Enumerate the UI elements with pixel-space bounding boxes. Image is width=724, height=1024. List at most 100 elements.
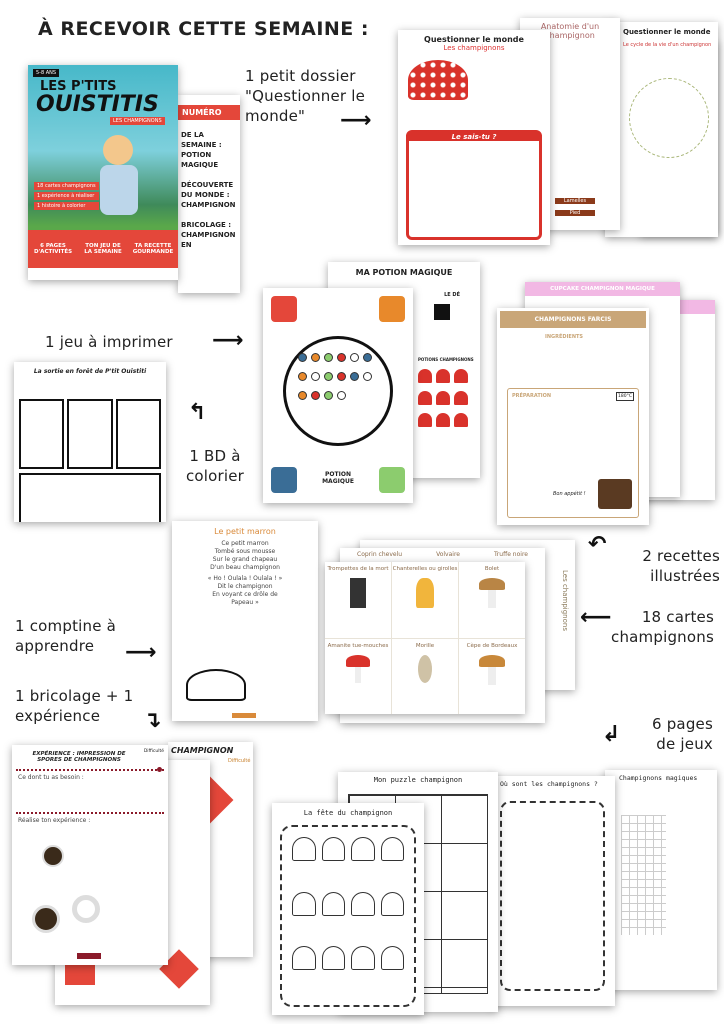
curved-arrow-icon: ↰	[188, 400, 207, 425]
label-jeux: 6 pages de jeux	[652, 715, 713, 753]
origami-title: CHAMPIGNON	[171, 746, 234, 755]
recipe1-title: CHAMPIGNONS FARCIS	[500, 311, 646, 328]
label-recettes: 2 recettes illustrées	[642, 547, 720, 585]
label-bricolage: 1 bricolage + 1 expérience	[15, 687, 134, 725]
difficulty-label: Difficulté	[228, 758, 251, 764]
label-cartes: 18 cartes champignons	[611, 608, 714, 646]
comic-page: La sortie en forêt de P'tit Ouistiti	[14, 362, 166, 522]
card-name: Volvaire	[436, 551, 460, 558]
curved-arrow-down-icon: ↴	[143, 708, 162, 733]
rhyme-line: D'un beau champignon	[210, 564, 280, 571]
page3-subtitle: Le cycle de la vie d'un champignon	[623, 42, 712, 48]
game-page-mushroom-party: La fête du champignon	[272, 803, 424, 1015]
card-name: Trompettes de la mort	[327, 566, 389, 572]
rhyme-title: Le petit marron	[214, 527, 276, 536]
curved-arrow-down-icon: ↲	[602, 722, 621, 747]
card-name: Chanterelles ou girolles	[392, 566, 458, 572]
brand-line2: OUISTITIS	[36, 92, 159, 117]
rhyme-line: En voyant ce drôle de	[212, 591, 278, 598]
board-label: POTION MAGIQUE	[322, 471, 354, 485]
tokens-label: POTIONS CHAMPIGNONS	[418, 357, 474, 362]
arrow-right-icon: ⟶	[125, 640, 157, 665]
mushroom-card: Trompettes de la mort	[325, 562, 391, 638]
boy-illustration	[103, 135, 133, 165]
age-badge: 5-8 ANS	[33, 69, 60, 77]
rhyme-line: Dit le champignon	[217, 583, 273, 590]
card-name: Truffe noire	[494, 551, 528, 558]
cover-bullet: 1 expérience à réaliser	[34, 192, 99, 200]
game-page-title: Où sont les champignons ?	[500, 780, 598, 788]
inside-item: BRICOLAGE : CHAMPIGNON EN	[181, 221, 236, 249]
nursery-rhyme-page: Le petit marron Ce petit marron Tombé so…	[172, 521, 318, 721]
cover-bullet: 1 histoire à colorier	[34, 202, 99, 210]
mushroom-card: Amanite tue-mouches	[325, 638, 391, 714]
mushroom-card: Bolet	[459, 562, 525, 638]
experiment-title: EXPÉRIENCE : IMPRESSION DE SPORES DE CHA…	[32, 751, 126, 763]
theme-banner: LES CHAMPIGNONS	[110, 117, 165, 125]
dossier-subtitle: Les champignons	[443, 44, 505, 52]
feature-recipe: TA RECETTE GOURMANDE	[132, 243, 174, 255]
mushroom-card: Cèpe de Bordeaux	[459, 638, 525, 714]
brand-line1: LES P'TITS	[40, 79, 117, 94]
recipe2-title: CUPCAKE CHAMPIGNON MAGIQUE	[525, 282, 680, 296]
rhyme-line: Tombé sous mousse	[214, 548, 276, 555]
difficulty-label: Difficulté	[143, 749, 164, 754]
label-pied: Pied	[555, 210, 595, 216]
game-title: MA POTION MAGIQUE	[355, 268, 453, 277]
label-jeu: 1 jeu à imprimer	[45, 333, 173, 351]
quiz-title: Le sais-tu ?	[409, 133, 539, 141]
magazine-inside-page: NUMÉRO DE LA SEMAINE : POTION MAGIQUE DÉ…	[178, 95, 240, 293]
mushroom-illustration	[408, 60, 468, 100]
curved-arrow-icon: ↶	[588, 532, 607, 557]
page3-title: Questionner le monde	[623, 28, 711, 36]
game-page-maze: Où sont les champignons ?	[490, 776, 615, 1006]
rhyme-line: Ce petit marron	[221, 540, 269, 547]
game-page-title: Champignons magiques	[619, 774, 698, 782]
oven-temp: 180°C	[616, 392, 634, 401]
arrow-right-icon: ⟶	[212, 328, 244, 353]
feature-game: TON JEU DE LA SEMAINE	[84, 243, 122, 255]
card-name: Morille	[415, 642, 435, 649]
die-label: LE DÉ	[444, 292, 460, 298]
arrow-left-icon: ⟵	[580, 605, 612, 630]
card-name: Cèpe de Bordeaux	[466, 642, 518, 649]
recipe-closing: Bon appétit !	[553, 491, 586, 497]
label-dossier: 1 petit dossier "Questionner le monde"	[245, 67, 366, 125]
game-page-title: La fête du champignon	[303, 809, 393, 817]
mushroom-card: Chanterelles ou girolles	[392, 562, 458, 638]
rhyme-line: Papeau »	[231, 599, 259, 606]
needs-heading: Ce dont tu as besoin :	[18, 774, 84, 781]
rhyme-line: Sur le grand chapeau	[212, 556, 278, 563]
ingredients-heading: INGRÉDIENTS	[545, 334, 584, 340]
rhyme-line: « Ho ! Oulala ! Oulala ! »	[207, 575, 283, 582]
cards-back-label: Les champignons	[561, 570, 569, 631]
preparation-heading: PRÉPARATION	[512, 393, 552, 399]
magazine-cover: 5-8 ANS LES P'TITS OUISTITIS LES CHAMPIG…	[28, 65, 178, 280]
spore-experiment-page: EXPÉRIENCE : IMPRESSION DE SPORES DE CHA…	[12, 745, 168, 965]
page2-title: Anatomie d'un champignon	[540, 22, 600, 40]
label-lamelles: Lamelles	[555, 198, 595, 204]
dossier-page-3: Questionner le monde Le cycle de la vie …	[605, 22, 718, 237]
arrow-right-icon: ⟶	[340, 108, 372, 133]
inside-title: NUMÉRO	[178, 105, 240, 120]
game-page-title: Mon puzzle champignon	[373, 776, 463, 784]
inside-item: DE LA SEMAINE : POTION MAGIQUE	[181, 131, 222, 169]
comic-title: La sortie en forêt de P'tit Ouistiti	[33, 368, 147, 375]
mushroom-card: Morille	[392, 638, 458, 714]
cover-bullet: 18 cartes champignons	[34, 182, 99, 190]
card-name: Bolet	[484, 566, 500, 572]
game-page-magic: Champignons magiques	[605, 770, 717, 990]
page-title: À RECEVOIR CETTE SEMAINE :	[38, 18, 369, 40]
card-name: Amanite tue-mouches	[327, 642, 389, 649]
card-name: Coprin chevelu	[357, 551, 403, 558]
steps-heading: Réalise ton expérience :	[18, 817, 91, 824]
label-comptine: 1 comptine à apprendre	[15, 617, 117, 655]
potion-game-board: POTION MAGIQUE	[263, 288, 413, 503]
label-bd: 1 BD à colorier	[185, 447, 245, 485]
mushroom-cards-sheet: Trompettes de la mort Chanterelles ou gi…	[325, 562, 525, 714]
boy-body	[100, 165, 138, 215]
inside-item: DÉCOUVERTE DU MONDE : CHAMPIGNON	[181, 181, 236, 209]
mushroom-illustration	[186, 669, 246, 701]
feature-activities: 6 PAGES D'ACTIVITÉS	[33, 243, 73, 255]
recipe-stuffed-mushrooms: CHAMPIGNONS FARCIS INGRÉDIENTS PRÉPARATI…	[497, 308, 649, 525]
